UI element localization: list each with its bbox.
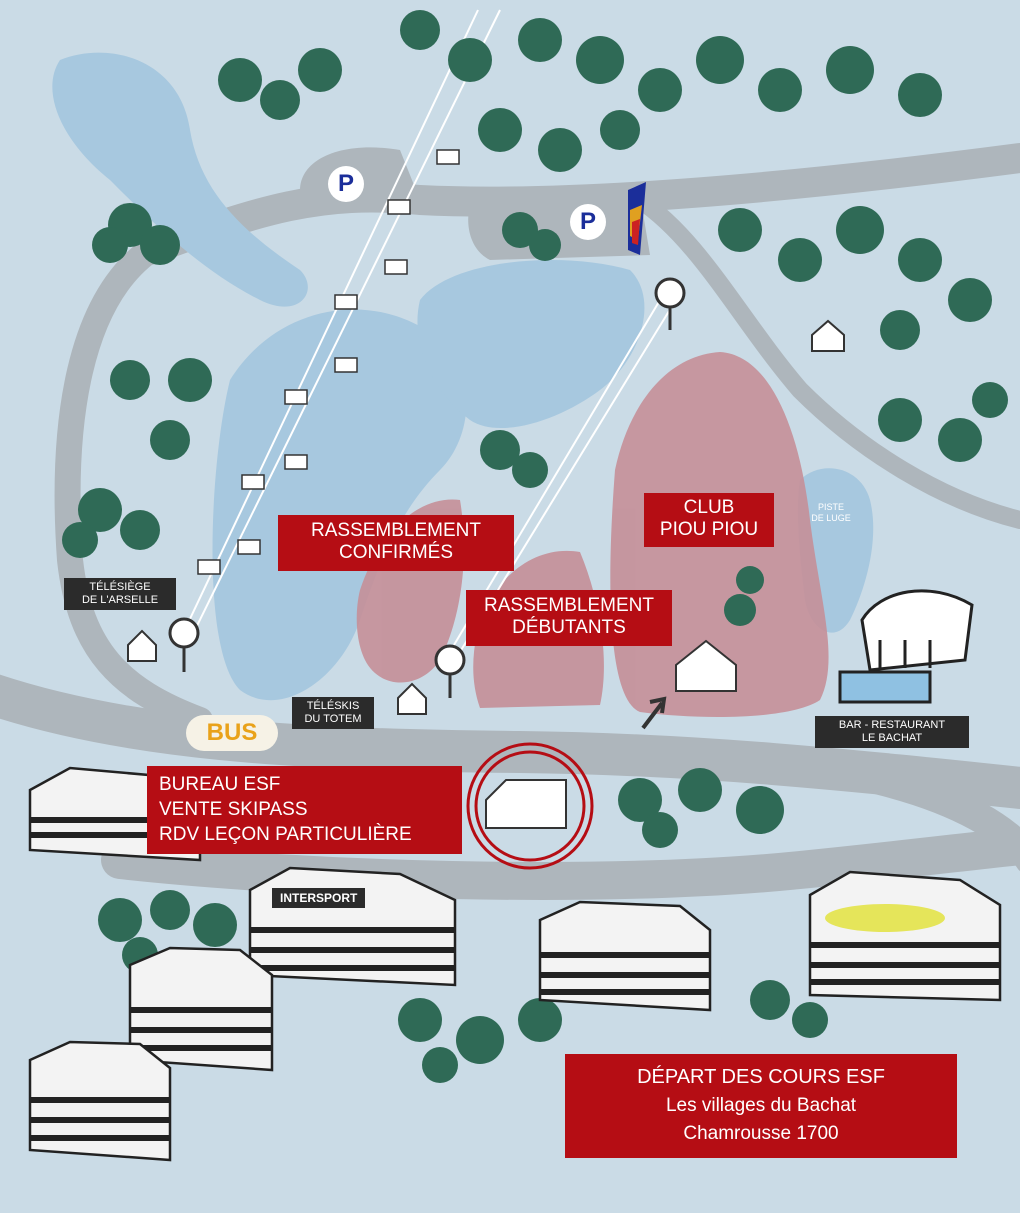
lift-pulley-icon — [434, 644, 466, 698]
building-icon — [808, 870, 1002, 1002]
tree-icon — [502, 212, 561, 261]
chairlift-gondola-icon — [237, 539, 261, 555]
parking-icon: P — [570, 204, 606, 240]
label-line: DÉBUTANTS — [512, 616, 626, 638]
tree-icon — [880, 238, 992, 350]
tree-icon — [576, 36, 744, 112]
label-depart-cours: DÉPART DES COURS ESF Les villages du Bac… — [565, 1054, 957, 1158]
chalet-icon — [811, 319, 845, 352]
tree-icon — [724, 566, 764, 626]
chalet-icon — [127, 629, 157, 662]
building-icon — [248, 866, 457, 987]
label-line: PISTE — [817, 502, 844, 512]
esf-office-marker — [466, 742, 594, 870]
label-telesiege-arselle: TÉLÉSIÈGE DE L'ARSELLE — [64, 578, 176, 610]
tree-icon — [878, 382, 1008, 462]
esf-office-building — [485, 779, 567, 829]
depart-line-3: Chamrousse 1700 — [683, 1123, 839, 1144]
blue-slopes — [52, 52, 874, 701]
tree-icon — [92, 203, 180, 265]
tree-icon — [750, 980, 828, 1038]
label-line: TÉLÉSKIS — [306, 700, 360, 712]
ski-school-flag-icon — [628, 182, 646, 255]
chalet-icon — [397, 682, 427, 715]
label-line: RASSEMBLEMENT — [484, 595, 654, 616]
right-lower-road — [865, 765, 1020, 872]
label-bureau-esf: BUREAU ESF VENTE SKIPASS RDV LEÇON PARTI… — [147, 766, 462, 854]
depart-line-2: Les villages du Bachat — [665, 1095, 857, 1116]
chairlift-gondola-icon — [384, 259, 408, 275]
building-icon — [538, 900, 712, 1012]
chairlift-gondola-icon — [334, 357, 358, 373]
chairlift-gondola-icon — [436, 149, 460, 165]
label-line: CONFIRMÉS — [339, 541, 453, 563]
chairlift-gondolas — [197, 149, 460, 575]
label-teleskis-totem: TÉLÉSKIS DU TOTEM — [292, 697, 374, 729]
label-line: BAR - RESTAURANT — [838, 719, 946, 731]
chairlift-gondola-icon — [284, 454, 308, 470]
tree-icon — [400, 10, 562, 82]
tree-icon — [718, 206, 884, 282]
chairlift-gondola-icon — [284, 389, 308, 405]
label-rassemblement-confirmes: RASSEMBLEMENT CONFIRMÉS — [278, 515, 514, 571]
chairlift-gondola-icon — [241, 474, 265, 490]
apartment-buildings — [28, 766, 1002, 1162]
lower-road — [101, 826, 1020, 900]
label-club-piou-piou: CLUB PIOU PIOU — [644, 493, 774, 547]
label-intersport: INTERSPORT — [272, 888, 366, 908]
bar-restaurant-building — [838, 589, 974, 704]
label-line: PIOU PIOU — [659, 518, 759, 540]
label-line: TÉLÉSIÈGE — [89, 581, 151, 593]
chalets — [127, 319, 845, 715]
lift-pulley-icon — [654, 277, 686, 330]
label-bar-restaurant: BAR - RESTAURANT LE BACHAT — [815, 716, 969, 748]
label-line: DU TOTEM — [304, 713, 362, 725]
chairlift-gondola-icon — [197, 559, 221, 575]
trees — [62, 10, 1008, 1083]
tree-icon — [480, 430, 548, 488]
label-rassemblement-debutants: RASSEMBLEMENT DÉBUTANTS — [466, 590, 672, 646]
chairlift-gondola-icon — [334, 294, 358, 310]
right-road — [631, 191, 1020, 529]
label-line: RASSEMBLEMENT — [311, 520, 481, 541]
label-line: RDV LEÇON PARTICULIÈRE — [159, 824, 412, 845]
building-icon — [28, 1040, 172, 1162]
label-piste-luge: PISTE DE LUGE — [800, 502, 862, 524]
depart-title: DÉPART DES COURS ESF — [637, 1066, 885, 1088]
lift-pulleys — [168, 277, 686, 698]
chairlift-gondola-icon — [387, 199, 411, 215]
tree-icon — [398, 998, 562, 1083]
upper-road — [135, 143, 1020, 265]
label-line: VENTE SKIPASS — [159, 799, 308, 820]
lift-pulley-icon — [168, 617, 200, 672]
parking-icon: P — [328, 166, 364, 202]
label-line: DE L'ARSELLE — [81, 594, 159, 606]
label-line: CLUB — [683, 497, 735, 518]
tree-icon — [218, 48, 342, 120]
chalet-icon — [675, 639, 737, 692]
label-line: DE LUGE — [811, 513, 851, 523]
label-line: LE BACHAT — [861, 732, 923, 744]
tree-icon — [62, 488, 160, 558]
tree-icon — [618, 768, 784, 848]
tree-icon — [110, 358, 212, 460]
bus-stop-label: BUS — [186, 715, 278, 751]
label-line: BUREAU ESF — [159, 774, 281, 795]
tree-icon — [758, 46, 942, 117]
tree-icon — [478, 108, 640, 172]
direction-arrow-icon — [641, 696, 667, 730]
